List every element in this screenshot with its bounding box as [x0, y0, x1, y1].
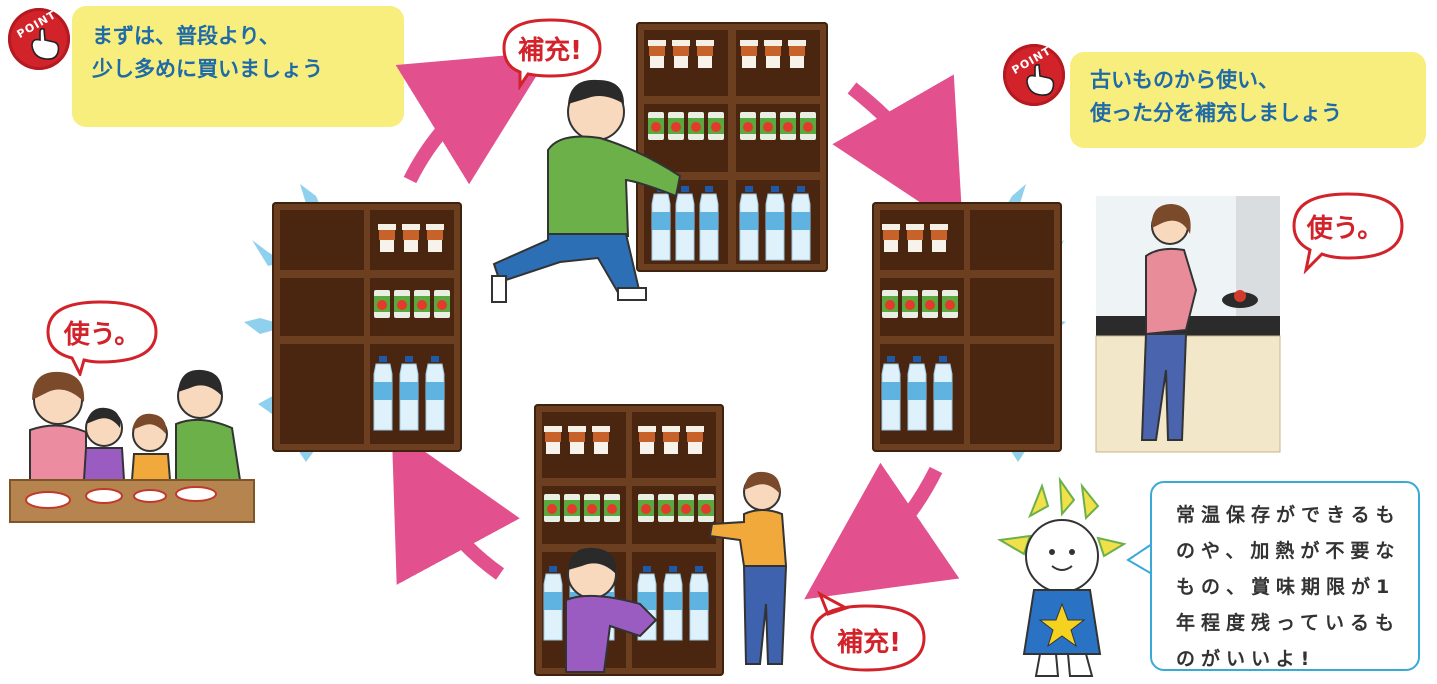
speech-bubble-left: 使う。 [42, 296, 162, 376]
point-badge-left: POINT [8, 8, 70, 70]
man-restocking-top [491, 79, 682, 303]
speech-bubble-top-text: 補充! [518, 36, 582, 66]
info-line-1: 常温保存ができるも [1176, 504, 1401, 526]
tip-left-line-1: まずは、普段より、 [92, 24, 280, 48]
speech-bubble-right-text: 使う。 [1306, 214, 1384, 244]
mascot-character [996, 476, 1127, 677]
info-box: 常温保存ができるも のや、加熱が不要な もの、賞味期限が1 年程度残っているも … [1150, 481, 1420, 671]
info-line-5: のがいいよ! [1176, 648, 1316, 670]
point-badge-right: POINT [1003, 44, 1065, 106]
tip-left-line-2: 少し多めに買いましょう [92, 57, 323, 81]
kitchen-scene [1095, 196, 1281, 453]
speech-bubble-left-text: 使う。 [63, 320, 141, 350]
tip-box-left: まずは、普段より、 少し多めに買いましょう [72, 6, 404, 127]
info-box-tail [1126, 543, 1153, 575]
tip-box-right: 古いものから使い、 使った分を補充しましょう [1070, 52, 1426, 148]
pointing-hand-icon [31, 28, 60, 60]
info-line-2: のや、加熱が不要な [1176, 540, 1401, 562]
arrow-to-right [832, 74, 963, 231]
info-line-4: 年程度残っているも [1176, 612, 1401, 634]
pointing-hand-icon [1026, 64, 1055, 96]
tip-right-line-2: 使った分を補充しましょう [1090, 101, 1342, 125]
arrow-to-left [391, 428, 520, 585]
tip-right-line-1: 古いものから使い、 [1090, 68, 1279, 92]
shelf-right [872, 202, 1062, 452]
info-line-3: もの、賞味期限が1 [1176, 576, 1396, 598]
people-restocking-bottom [565, 471, 788, 673]
speech-bubble-right: 使う。 [1282, 188, 1408, 274]
speech-bubble-top: 補充! [490, 14, 610, 90]
speech-bubble-bottom-text: 補充! [837, 628, 901, 658]
speech-bubble-bottom: 補充! [806, 590, 932, 676]
arrow-to-top [395, 51, 552, 185]
family-scene [9, 369, 255, 523]
arrow-to-bottom [804, 462, 960, 600]
